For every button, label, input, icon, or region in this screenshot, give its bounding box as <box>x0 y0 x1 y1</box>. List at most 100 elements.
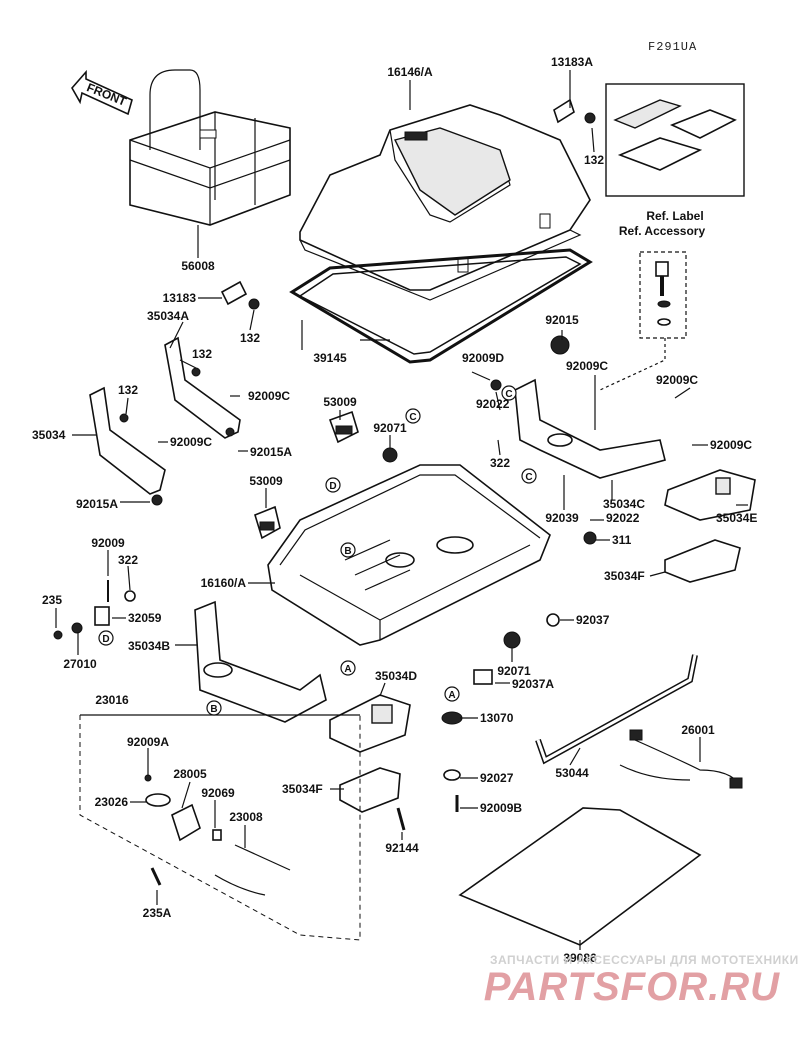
part-label-13070: 13070 <box>480 711 514 725</box>
part-label-92144: 92144 <box>385 841 419 855</box>
part-label-92069: 92069 <box>201 786 235 800</box>
ref-marker-A-bottom: A <box>444 686 460 702</box>
latch-53009-b-icon <box>254 505 281 540</box>
part-label-92009C-a: 92009C <box>566 359 608 373</box>
part-label-92015A-b: 92015A <box>76 497 118 511</box>
ref-marker-C-top: C <box>405 408 421 424</box>
svg-text:A: A <box>448 690 455 701</box>
svg-text:B: B <box>344 546 351 557</box>
part-label-27010: 27010 <box>63 657 97 671</box>
part-label-56008: 56008 <box>181 259 215 273</box>
diagram-code: F291UA <box>648 40 697 54</box>
part-label-92009C-e: 92009C <box>710 438 752 452</box>
part-label-92015A-a: 92015A <box>250 445 292 459</box>
grommet-92071-b-icon <box>503 631 521 649</box>
svg-text:C: C <box>505 389 512 400</box>
part-label-35034B: 35034B <box>128 639 170 653</box>
part-label-92009C-d: 92009C <box>170 435 212 449</box>
bracket-35034F-b-icon <box>339 767 401 813</box>
part-label-92022-b: 92022 <box>606 511 640 525</box>
bracket-35034A-icon <box>164 336 241 439</box>
part-label-53009-b: 53009 <box>249 474 283 488</box>
part-label-16160A: 16160/A <box>201 576 247 590</box>
part-label-92009C-c: 92009C <box>656 373 698 387</box>
watermark-subtitle: ЗАПЧАСТИ И АКСЕССУАРЫ ДЛЯ МОТОТЕХНИКИ <box>490 953 799 967</box>
part-label-13183A: 13183A <box>551 55 593 69</box>
lamp-group-outline <box>79 715 361 941</box>
part-label-53044: 53044 <box>555 766 589 780</box>
ref-marker-B-bottom: B <box>206 700 222 716</box>
hinge-13183A-icon <box>553 98 596 124</box>
ref-marker-A-top: A <box>340 660 356 676</box>
bracket-35034-icon <box>89 386 166 506</box>
svg-text:A: A <box>344 664 351 675</box>
bracket-35034E-icon <box>664 469 756 521</box>
spring-92144-icon <box>396 807 406 831</box>
part-label-92022-a: 92022 <box>476 397 510 411</box>
part-label-23016: 23016 <box>95 693 129 707</box>
part-label-132-a: 132 <box>584 153 604 167</box>
part-label-39145: 39145 <box>313 351 347 365</box>
ref-label-box <box>605 83 745 197</box>
part-label-35034D: 35034D <box>375 669 417 683</box>
grommet-92037-icon <box>546 613 560 627</box>
ref-marker-C-left: C <box>501 385 517 401</box>
bracket-35034D-icon <box>329 694 411 753</box>
part-label-35034: 35034 <box>32 428 66 442</box>
latch-53009-a-icon <box>328 410 359 444</box>
hinge-13183-icon <box>220 280 260 310</box>
part-label-132-d: 132 <box>118 383 138 397</box>
part-label-92037: 92037 <box>576 613 610 627</box>
ref-accessory-note: Ref. Accessory <box>619 224 706 238</box>
watermark-brand: PARTSFOR.RU <box>484 965 780 1009</box>
part-label-132-b: 132 <box>240 331 260 345</box>
svg-text:D: D <box>329 481 336 492</box>
part-label-16146A: 16146/A <box>387 65 433 79</box>
front-arrow-icon: FRONT <box>71 69 133 116</box>
grommet-92071-a-icon <box>382 447 398 463</box>
part-label-53009-a: 53009 <box>323 395 357 409</box>
part-label-92009: 92009 <box>91 536 125 550</box>
part-label-322-a: 322 <box>490 456 510 470</box>
ref-marker-D-top: D <box>325 477 341 493</box>
base-tray-icon <box>267 464 551 646</box>
bracket-35034C-icon <box>490 335 666 479</box>
cap-92037A-icon <box>473 669 493 685</box>
part-label-23026: 23026 <box>95 795 129 809</box>
part-label-32059: 32059 <box>128 611 162 625</box>
part-label-13183: 13183 <box>163 291 197 305</box>
part-label-92015: 92015 <box>545 313 579 327</box>
bracket-35034B-icon <box>194 600 327 723</box>
part-label-92071-a: 92071 <box>373 421 407 435</box>
svg-text:C: C <box>525 472 532 483</box>
part-label-23008: 23008 <box>229 810 263 824</box>
part-label-92009B: 92009B <box>480 801 522 815</box>
svg-text:D: D <box>102 634 109 645</box>
top-case-icon <box>129 69 291 226</box>
svg-text:B: B <box>210 704 217 715</box>
latch-32059-icon <box>53 580 136 640</box>
part-label-26001: 26001 <box>681 723 715 737</box>
part-label-132-c: 132 <box>192 347 212 361</box>
part-label-92039: 92039 <box>545 511 579 525</box>
part-label-235A: 235A <box>143 906 172 920</box>
part-label-92009A: 92009A <box>127 735 169 749</box>
part-label-35034E: 35034E <box>716 511 757 525</box>
part-label-322-b: 322 <box>118 553 138 567</box>
part-label-92071-b: 92071 <box>497 664 531 678</box>
part-label-35034F-b: 35034F <box>282 782 323 796</box>
bracket-35034F-a-icon <box>664 539 741 583</box>
part-label-92027: 92027 <box>480 771 514 785</box>
gasket-icon <box>289 248 593 364</box>
lamp-23016-icon <box>144 774 291 896</box>
rail-53044-icon <box>535 654 698 765</box>
part-label-92037A: 92037A <box>512 677 554 691</box>
ref-marker-C-right: C <box>521 468 537 484</box>
ref-marker-D-left: D <box>98 630 114 646</box>
svg-text:C: C <box>409 412 416 423</box>
part-label-235: 235 <box>42 593 62 607</box>
nut-311-icon <box>583 531 597 545</box>
ref-marker-B-top: B <box>340 542 356 558</box>
part-label-311: 311 <box>612 533 632 547</box>
